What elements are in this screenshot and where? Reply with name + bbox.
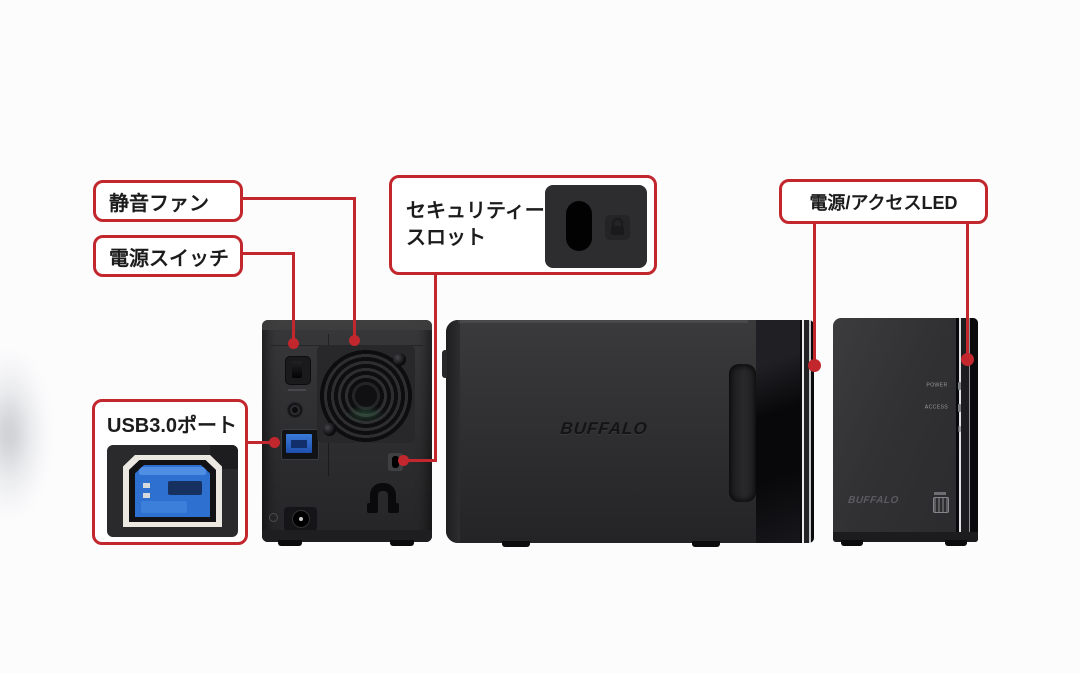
led-pointer-dot <box>961 353 974 366</box>
power-switch-pointer-dot <box>288 338 299 349</box>
usb-pin <box>143 483 150 488</box>
fan-blade-glint <box>345 405 385 423</box>
cooling-fan-grille <box>317 345 415 443</box>
glossy-front-panel <box>756 320 800 543</box>
side-rear-edge <box>446 320 460 543</box>
device-foot <box>692 541 720 547</box>
security-slot-callout: セキュリティー スロット <box>389 175 657 275</box>
glossy-edge-strip <box>956 318 978 542</box>
certification-text-mark <box>934 492 946 495</box>
dc-power-jack <box>283 506 318 532</box>
polarity-icon <box>269 513 278 522</box>
front-bezel-edge <box>800 320 814 543</box>
power-access-led-callout-label: 電源/アクセスLED <box>809 192 958 213</box>
dc-jack-pin <box>299 517 303 521</box>
fan-pointer-dot <box>349 335 360 346</box>
usb-port-callout: USB3.0ポート <box>92 399 248 545</box>
usb-port-pointer-dot <box>269 437 280 448</box>
device-front-view: POWER ACCESS BUFFALO <box>833 318 978 546</box>
usb-connector-insert <box>135 465 210 517</box>
device-rear-view <box>262 320 432 546</box>
access-led-label: ACCESS <box>924 404 948 410</box>
usb-insert-cavity <box>168 481 202 495</box>
security-slot-connector-line <box>434 272 437 462</box>
device-foot <box>390 540 414 546</box>
mount-recess-foot <box>367 503 378 513</box>
certification-mark-icon <box>932 492 950 514</box>
usb-insert-top-bar <box>139 467 206 475</box>
device-side-view: BUFFALO <box>442 320 814 547</box>
led-pointer-dot <box>808 359 821 372</box>
power-switch-callout-label: 電源スイッチ <box>109 247 229 270</box>
reset-button <box>287 402 303 418</box>
fan-connector-line <box>240 197 356 200</box>
security-slot-pointer-dot <box>398 455 409 466</box>
rear-top-edge <box>262 320 432 330</box>
power-access-led-callout: 電源/アクセスLED <box>779 179 988 224</box>
fan-callout: 静音ファン <box>93 180 243 222</box>
usb-port-callout-label: USB3.0ポート <box>107 415 238 437</box>
security-slot-hole <box>392 456 399 468</box>
certification-logo-box <box>933 497 949 513</box>
power-switch-connector-line <box>240 252 295 255</box>
device-base <box>262 530 432 542</box>
security-slot-photo-inset <box>545 185 647 268</box>
device-foot <box>502 541 530 547</box>
usb-connector-rim <box>129 460 216 522</box>
device-base <box>833 532 978 542</box>
led-connector-line <box>966 221 969 356</box>
fan-connector-line <box>353 197 356 338</box>
security-slot-hole <box>566 201 592 251</box>
mount-recess-foot <box>388 503 399 513</box>
lock-shackle <box>612 218 623 226</box>
front-panel-groove <box>729 364 756 502</box>
top-highlight <box>458 320 748 323</box>
side-nub <box>442 350 447 378</box>
buffalo-logo: BUFFALO <box>847 495 900 506</box>
usb-connector-shield <box>123 455 222 527</box>
mount-recess-arch <box>370 483 396 505</box>
switch-label-mark <box>288 389 306 391</box>
usb-port <box>281 429 319 460</box>
fan-callout-label: 静音ファン <box>109 192 209 215</box>
device-foot <box>945 540 967 546</box>
device-foot <box>278 540 302 546</box>
function-led <box>958 426 961 432</box>
usb-pin <box>143 493 150 498</box>
device-foot <box>841 540 863 546</box>
usb-port-connector-line <box>245 441 273 444</box>
power-led <box>958 382 961 390</box>
lock-icon <box>605 215 630 240</box>
screw-icon <box>393 353 406 366</box>
security-slot-connector-line <box>406 459 437 462</box>
lock-body <box>611 226 624 235</box>
photo-edge-shadow <box>0 348 50 520</box>
security-slot-callout-label: セキュリティー スロット <box>406 200 545 249</box>
buffalo-logo: BUFFALO <box>559 419 649 438</box>
usb-port-tongue <box>291 440 307 448</box>
led-connector-line <box>813 221 816 362</box>
usb-port-photo-inset <box>107 445 238 537</box>
power-switch <box>285 356 311 385</box>
access-led <box>958 404 961 412</box>
power-switch-knob <box>292 361 302 378</box>
power-switch-connector-line <box>292 252 295 341</box>
power-switch-callout: 電源スイッチ <box>93 235 243 277</box>
power-led-label: POWER <box>926 382 948 388</box>
screw-icon <box>323 423 336 436</box>
mount-recess <box>366 483 400 515</box>
usb-insert-bottom-bar <box>141 501 187 513</box>
